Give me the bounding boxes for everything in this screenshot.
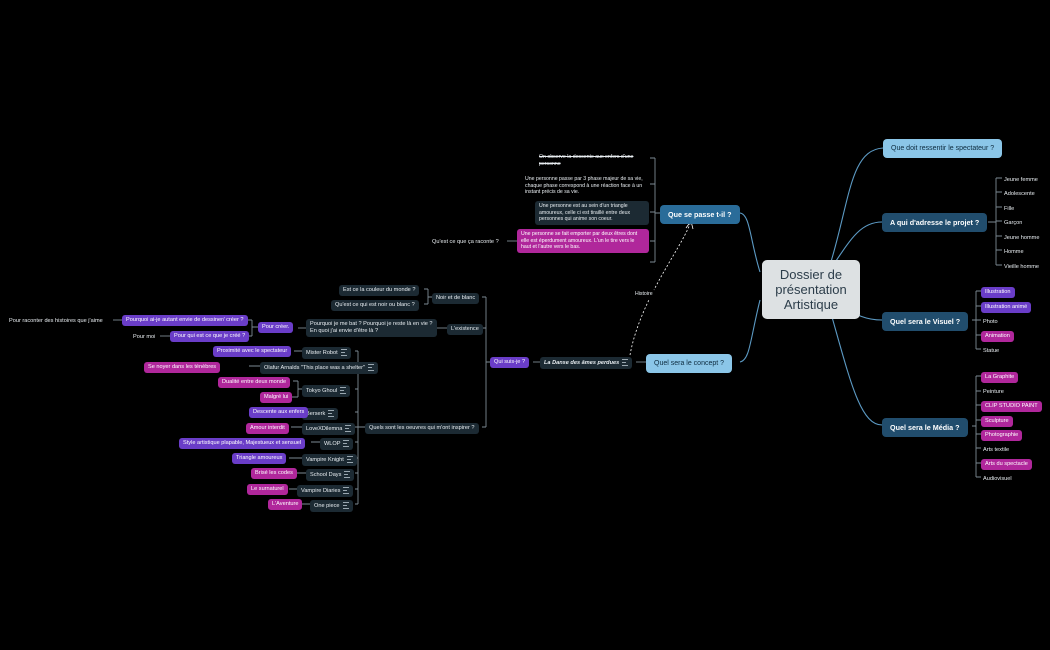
media-item[interactable]: Arts du spectacle [981,459,1032,470]
work-name: Mister Robot [306,349,338,356]
work-node[interactable]: WLOP [320,438,354,450]
note-icon [343,440,350,447]
pour-moi-node[interactable]: Pour moi [133,334,156,340]
work-tag[interactable]: Se noyer dans les ténèbres [144,362,221,373]
couleur-node[interactable]: Est ce la couleur du monde ? [339,285,420,296]
passe-question[interactable]: Qu'est ce que ça raconte ? [432,239,499,245]
work-node[interactable]: Olafur Arnalds "This place was a shelter… [260,362,378,374]
note-icon [340,349,347,356]
central-topic-label: Dossier de présentation Artistique [775,267,847,312]
work-tag[interactable]: Descente aux enfers [249,407,309,418]
work-node[interactable]: Tokyo Ghoul [302,385,351,397]
passe-note[interactable]: On observe la descente aux enfers d'une … [539,154,634,167]
visuel-item[interactable]: Animation [981,331,1014,342]
danse-node[interactable]: La Danse des âmes perdues [540,357,633,369]
work-tag[interactable]: Malgré lui [260,392,293,403]
work-tag[interactable]: L'Aventure [268,499,303,510]
topic-adresse[interactable]: A qui d'adresse le projet ? [882,213,988,232]
work-name: WLOP [324,440,341,447]
passe-note[interactable]: Une personne est au sein d'un triangle a… [535,201,649,225]
note-icon [346,456,353,463]
pour-creer-node[interactable]: Pour créer. [258,322,294,333]
pourquoi-node[interactable]: Pourquoi je me bat ? Pourquoi je reste l… [306,319,437,337]
danse-label: La Danse des âmes perdues [544,359,620,366]
note-icon [343,487,350,494]
work-tag[interactable]: Proximité avec le spectateur [213,346,292,357]
topic-passe-label: Que se passe t-il ? [668,210,732,219]
work-node[interactable]: Vampire Diaries [297,485,354,497]
work-name: School Days [310,471,342,478]
media-item[interactable]: La Graphite [981,372,1019,383]
work-name: Berserk [306,410,326,417]
media-item[interactable]: Audiovisuel [983,476,1012,482]
note-icon [622,359,629,366]
work-name: Olafur Arnalds "This place was a shelter… [264,364,365,371]
adresse-item[interactable]: Jeune homme [1004,235,1040,241]
topic-concept[interactable]: Quel sera le concept ? [646,354,733,373]
topic-visuel-label: Quel sera le Visuel ? [890,317,961,326]
topic-visuel[interactable]: Quel sera le Visuel ? [882,312,969,331]
adresse-item[interactable]: Garçon [1004,220,1023,226]
work-node[interactable]: Vampire Knight [302,454,357,466]
work-tag[interactable]: Triangle amoureux [232,453,287,464]
media-item[interactable]: Photographie [981,430,1023,441]
topic-ressentir[interactable]: Que doit ressentir le spectateur ? [883,139,1003,158]
oeuvres-node[interactable]: Quels sont les oeuvres qui m'ont inspire… [365,423,479,434]
pour-qui-node[interactable]: Pour qui est ce que je créé ? [170,331,250,342]
adresse-item[interactable]: Jeune femme [1004,177,1038,183]
work-name: Vampire Diaries [301,487,341,494]
histoire-relation [629,223,691,356]
visuel-item[interactable]: Illustration [981,287,1015,298]
work-node[interactable]: Mister Robot [302,347,351,359]
work-name: Tokyo Ghoul [306,387,338,394]
raconter-node[interactable]: Pour raconter des histoires que j'aime [9,318,103,324]
noir-node[interactable]: Qu'est ce qui est noir ou blanc ? [331,300,419,311]
work-tag[interactable]: Le surnaturel [247,484,288,495]
visuel-item[interactable]: Illustration animé [981,302,1032,313]
central-topic[interactable]: Dossier de présentation Artistique [762,260,860,319]
topic-media-label: Quel sera le Média ? [890,423,960,432]
media-item[interactable]: Peinture [983,389,1004,395]
topic-media[interactable]: Quel sera le Média ? [882,418,968,437]
passe-note[interactable]: Une personne se fait emporter par deux ê… [517,229,649,253]
note-icon [367,364,374,371]
topic-concept-label: Quel sera le concept ? [654,360,725,367]
topic-adresse-label: A qui d'adresse le projet ? [890,218,980,227]
visuel-item[interactable]: Statue [983,348,1000,354]
work-tag[interactable]: Dualité entre deux monde [218,377,291,388]
existence-node[interactable]: L'existence [447,324,483,335]
work-name: One piece [314,502,340,509]
adresse-item[interactable]: Homme [1004,249,1024,255]
visuel-item[interactable]: Photo [983,319,998,325]
adresse-item[interactable]: Vieille homme [1004,264,1040,270]
work-node[interactable]: One piece [310,500,353,512]
envie-node[interactable]: Pourquoi ai-je autant envie de dessiner/… [122,315,248,326]
qui-suis-je[interactable]: Qui suis-je ? [490,357,530,368]
work-node[interactable]: Berserk [302,408,339,420]
work-name: Vampire Knight [306,456,344,463]
adresse-item[interactable]: Adolescente [1004,191,1035,197]
media-item[interactable]: Sculpture [981,416,1013,427]
media-item[interactable]: Arts textile [983,447,1010,453]
work-node[interactable]: School Days [306,469,355,481]
topic-passe[interactable]: Que se passe t-il ? [660,205,740,224]
note-icon [345,425,352,432]
media-item[interactable]: CLIP STUDIO PAINT [981,401,1042,412]
work-tag[interactable]: Amour interdit [246,423,289,434]
adresse-item[interactable]: Fille [1004,206,1015,212]
note-icon [344,471,351,478]
note-icon [340,387,347,394]
noir-blanc-node[interactable]: Noir et de blanc [432,293,480,304]
work-tag[interactable]: Style artistique plapable, Majestueux et… [179,438,306,449]
note-icon [328,410,335,417]
work-tag[interactable]: Brisé les codes [251,468,297,479]
passe-note[interactable]: Une personne passe par 3 phase majeur de… [525,176,643,195]
work-node[interactable]: LoveXDilemna [302,423,356,435]
work-name: LoveXDilemna [306,425,343,432]
topic-ressentir-label: Que doit ressentir le spectateur ? [891,145,995,152]
note-icon [342,502,349,509]
histoire-label: Histoire [633,289,655,300]
